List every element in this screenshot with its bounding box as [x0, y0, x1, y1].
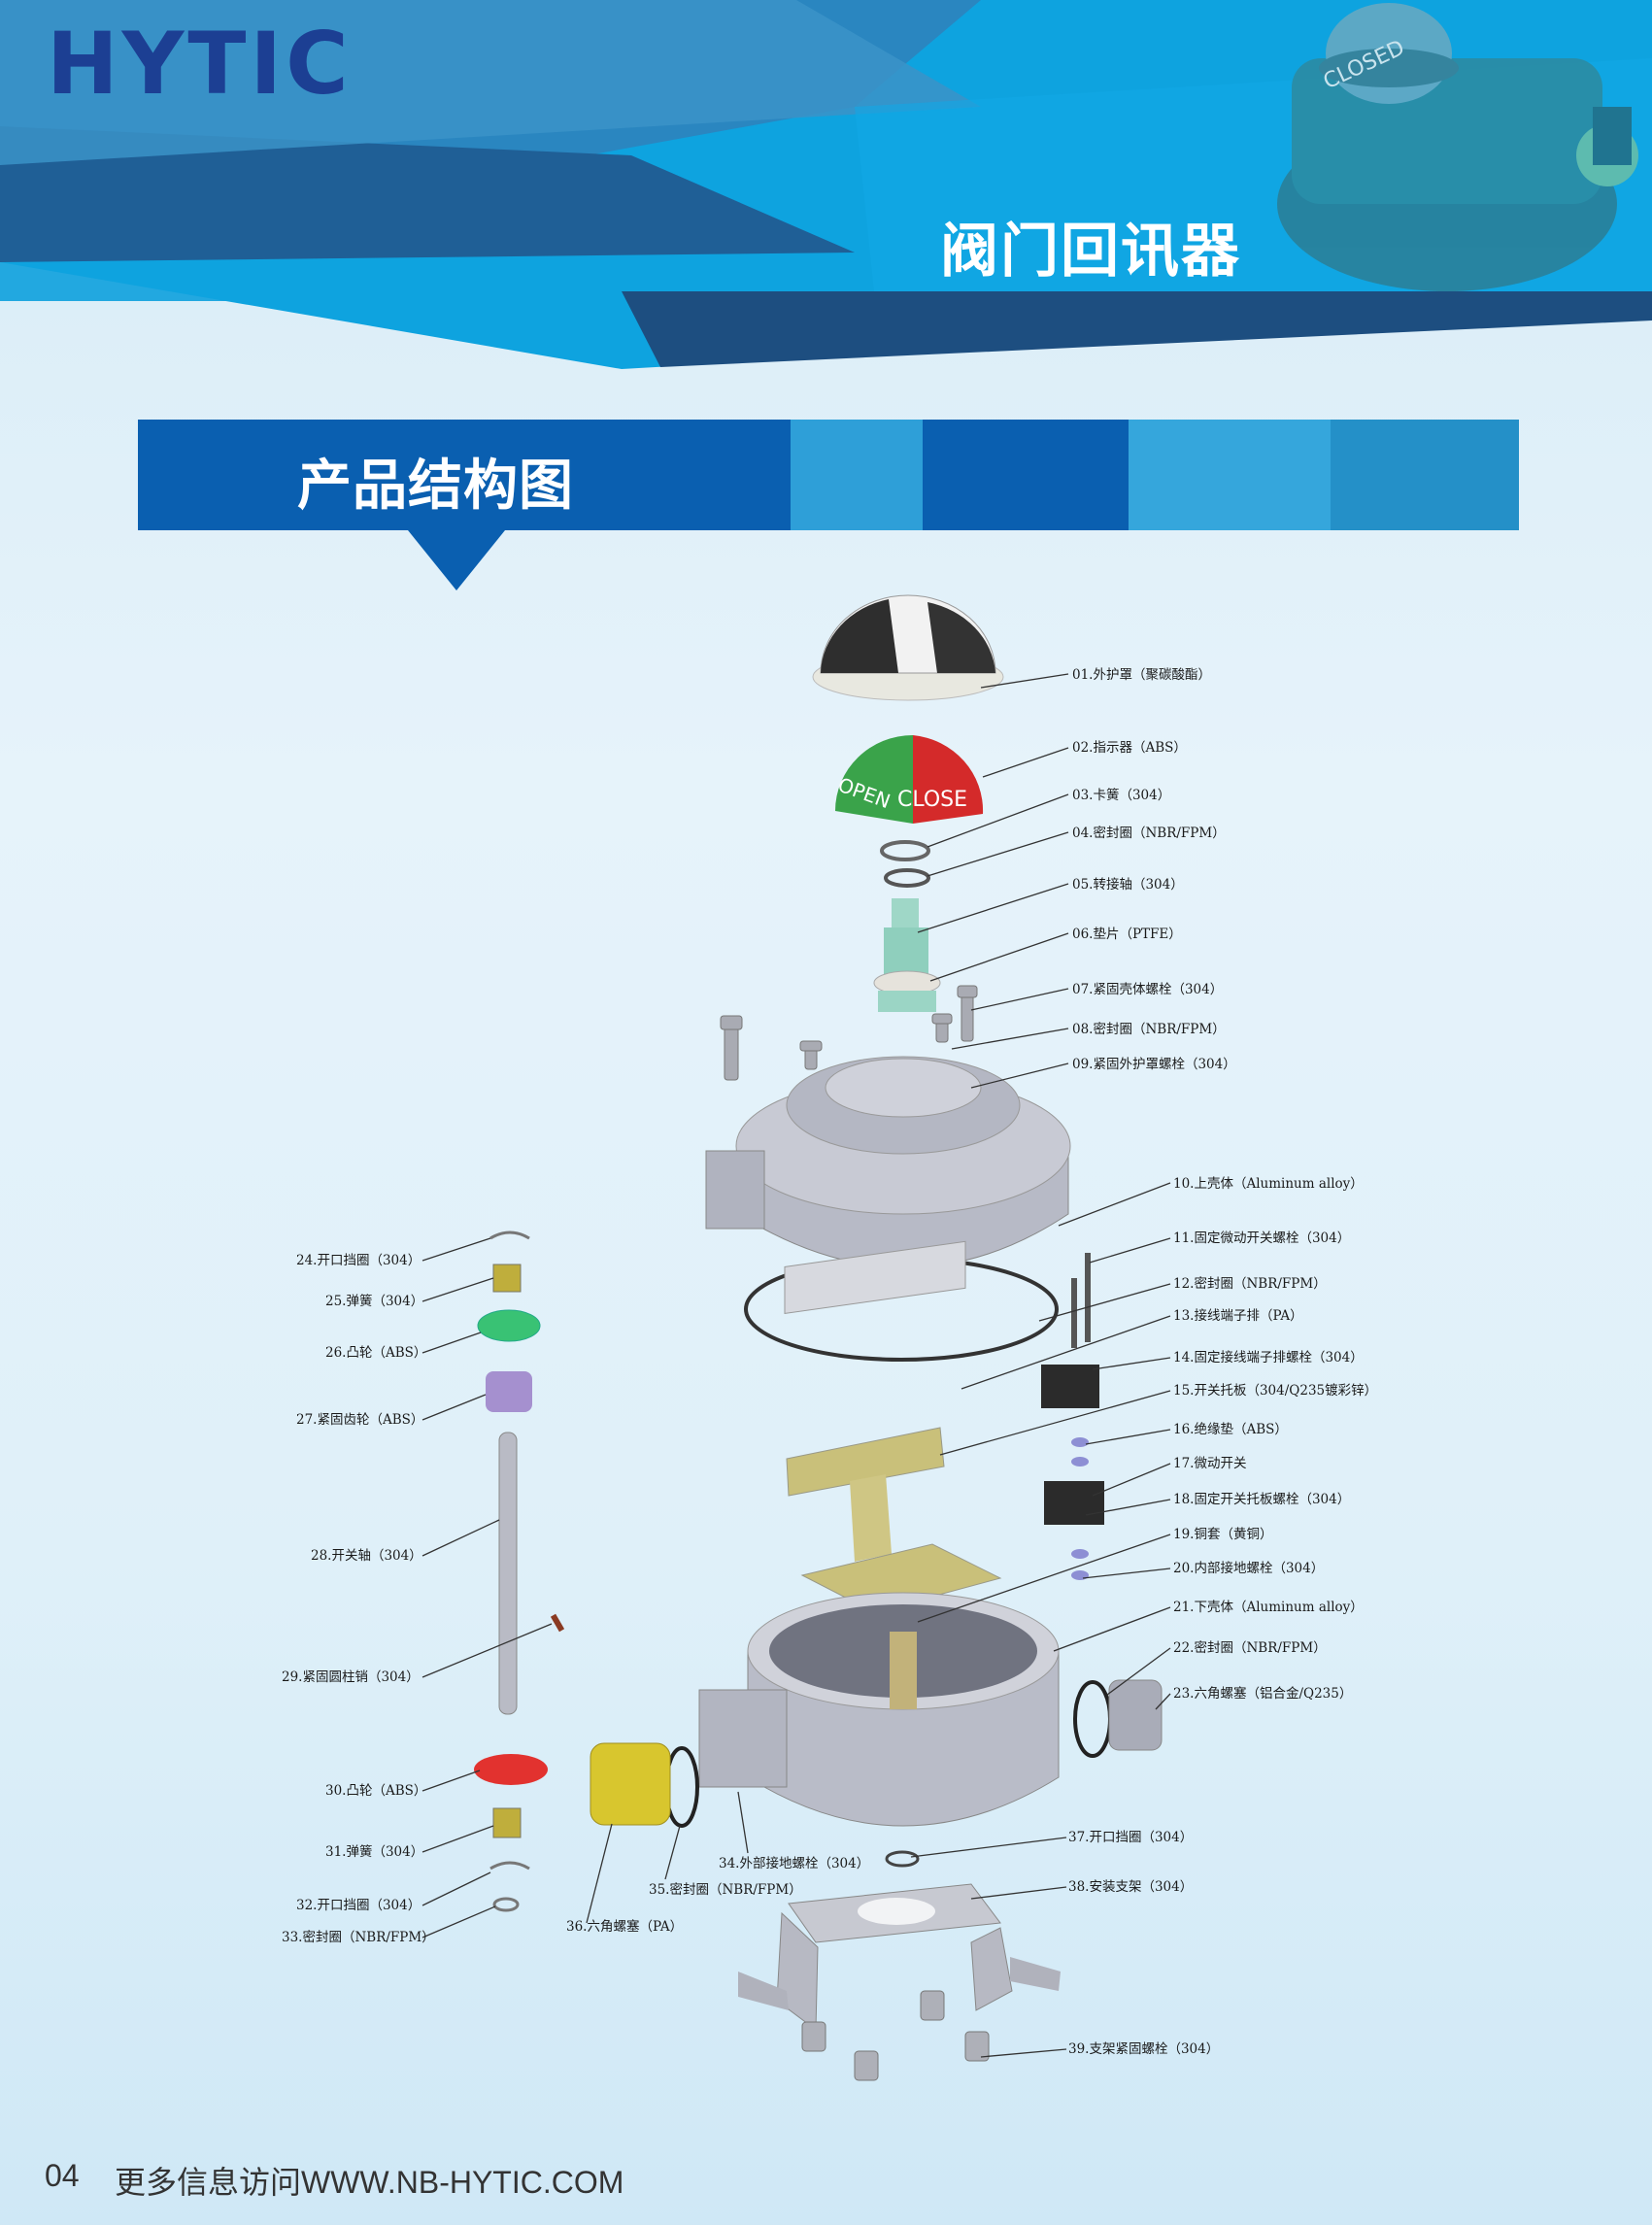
part-label-16: 16.绝缘垫（ABS）	[1173, 1422, 1288, 1437]
part-micro-switch-2	[1044, 1481, 1104, 1525]
section-title: 产品结构图	[297, 455, 574, 518]
part-label-29: 29.紧固圆柱销（304）	[282, 1669, 420, 1685]
part-label-34: 34.外部接地螺栓（304）	[719, 1856, 870, 1871]
part-left-assembly	[474, 1230, 565, 1912]
part-label-30: 30.凸轮（ABS）	[325, 1783, 427, 1799]
part-label-03: 03.卡簧（304）	[1072, 788, 1171, 803]
part-label-02: 02.指示器（ABS）	[1072, 740, 1187, 756]
part-label-07: 07.紧固壳体螺栓（304）	[1072, 982, 1224, 997]
part-label-20: 20.内部接地螺栓（304）	[1173, 1561, 1325, 1576]
part-label-11: 11.固定微动开关螺栓（304）	[1173, 1230, 1351, 1246]
device-photo	[1277, 3, 1638, 291]
part-insulators	[1071, 1437, 1089, 1580]
part-outer-cover	[812, 594, 1004, 701]
part-label-27: 27.紧固齿轮（ABS）	[296, 1412, 424, 1428]
indicator-close-text: CLOSE	[897, 788, 967, 812]
part-label-26: 26.凸轮（ABS）	[325, 1345, 427, 1361]
part-label-31: 31.弹簧（304）	[325, 1844, 424, 1860]
part-label-09: 09.紧固外护罩螺栓（304）	[1072, 1057, 1236, 1072]
part-label-21: 21.下壳体（Aluminum alloy）	[1173, 1600, 1364, 1615]
part-label-19: 19.铜套（黄铜）	[1173, 1527, 1273, 1542]
part-seal-ring	[884, 868, 930, 888]
part-label-17: 17.微动开关	[1173, 1456, 1247, 1471]
part-label-04: 04.密封圈（NBR/FPM）	[1072, 826, 1226, 841]
part-bolts	[720, 985, 978, 1081]
part-label-08: 08.密封圈（NBR/FPM）	[1072, 1022, 1226, 1037]
part-circlip	[880, 840, 930, 861]
part-label-22: 22.密封圈（NBR/FPM）	[1173, 1640, 1327, 1656]
part-label-37: 37.开口挡圈（304）	[1068, 1830, 1194, 1845]
part-label-32: 32.开口挡圈（304）	[296, 1898, 421, 1913]
part-label-38: 38.安装支架（304）	[1068, 1879, 1194, 1895]
part-label-01: 01.外护罩（聚碳酸酯）	[1072, 667, 1211, 683]
part-lower-housing	[698, 1592, 1060, 1827]
part-label-06: 06.垫片（PTFE）	[1072, 927, 1182, 942]
part-bracket-bolts	[801, 1990, 990, 2081]
footer-website[interactable]: 更多信息访问WWW.NB-HYTIC.COM	[115, 2165, 624, 2200]
part-label-28: 28.开关轴（304）	[311, 1548, 422, 1564]
leader-lines	[421, 673, 1171, 2058]
part-hex-plug	[1108, 1679, 1163, 1751]
part-label-25: 25.弹簧（304）	[325, 1294, 424, 1309]
part-switch-screws	[1085, 1253, 1091, 1342]
part-label-12: 12.密封圈（NBR/FPM）	[1173, 1276, 1327, 1292]
part-switch-bracket	[786, 1427, 1002, 1613]
brand-logo: HYTIC	[47, 14, 353, 114]
header-banner: CLOSED	[0, 0, 1652, 369]
page-number: 04	[45, 2158, 80, 2193]
part-pa-plug	[590, 1742, 671, 1826]
part-label-23: 23.六角螺塞（铝合金/Q235）	[1173, 1686, 1353, 1702]
part-label-14: 14.固定接线端子排螺栓（304）	[1173, 1350, 1364, 1365]
product-title: 阀门回讯器	[940, 218, 1241, 286]
part-mounting-bracket	[738, 1883, 1061, 2031]
part-upper-housing	[705, 1056, 1071, 1268]
part-label-10: 10.上壳体（Aluminum alloy）	[1173, 1176, 1364, 1192]
section-banner	[138, 420, 1519, 590]
part-indicator: OPEN CLOSE	[835, 735, 984, 824]
part-label-18: 18.固定开关托板螺栓（304）	[1173, 1492, 1351, 1507]
part-label-13: 13.接线端子排（PA）	[1173, 1308, 1303, 1324]
part-label-15: 15.开关托板（304/Q235镀彩锌）	[1173, 1383, 1378, 1399]
part-terminal-block	[784, 1240, 966, 1315]
part-label-33: 33.密封圈（NBR/FPM）	[282, 1930, 435, 1945]
part-micro-switch-1	[1041, 1365, 1099, 1408]
part-label-39: 39.支架紧固螺栓（304）	[1068, 2041, 1220, 2057]
part-label-35: 35.密封圈（NBR/FPM）	[649, 1882, 802, 1898]
part-label-24: 24.开口挡圈（304）	[296, 1253, 421, 1268]
part-label-36: 36.六角螺塞（PA）	[566, 1919, 684, 1935]
part-adapter-shaft	[873, 898, 941, 1012]
part-label-05: 05.转接轴（304）	[1072, 877, 1184, 893]
